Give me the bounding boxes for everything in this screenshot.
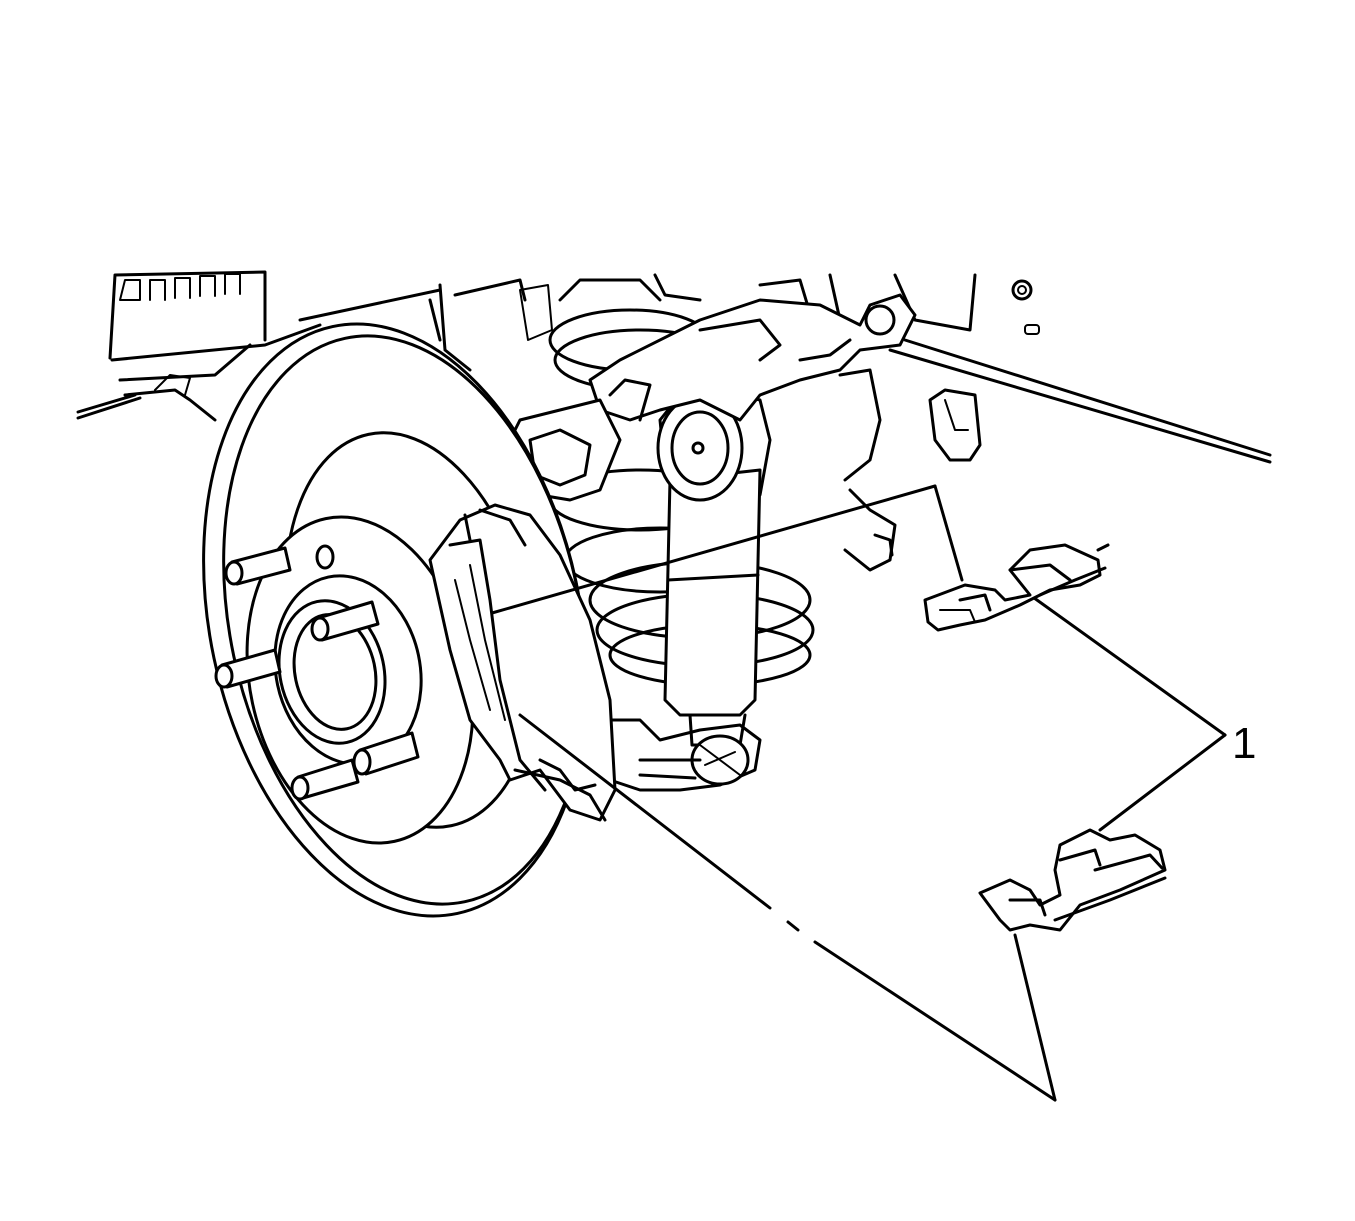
callout-label: 1 bbox=[1232, 719, 1256, 768]
caliper-bracket bbox=[428, 503, 617, 822]
vehicle-body-background bbox=[76, 270, 1272, 464]
upper-arm bbox=[588, 293, 917, 572]
lower-retainer-clip bbox=[978, 828, 1167, 932]
shock-absorber bbox=[656, 388, 772, 747]
wheel-stud bbox=[224, 546, 292, 586]
wheel-stud bbox=[214, 648, 282, 689]
brake-rotor bbox=[202, 322, 588, 918]
upper-retainer-clip bbox=[923, 543, 1110, 632]
wheel-stud bbox=[310, 600, 380, 642]
wheel-stud bbox=[352, 731, 420, 776]
wheel-studs bbox=[214, 546, 420, 801]
leader-lines bbox=[490, 484, 1227, 1102]
wheel-stud bbox=[290, 758, 360, 801]
